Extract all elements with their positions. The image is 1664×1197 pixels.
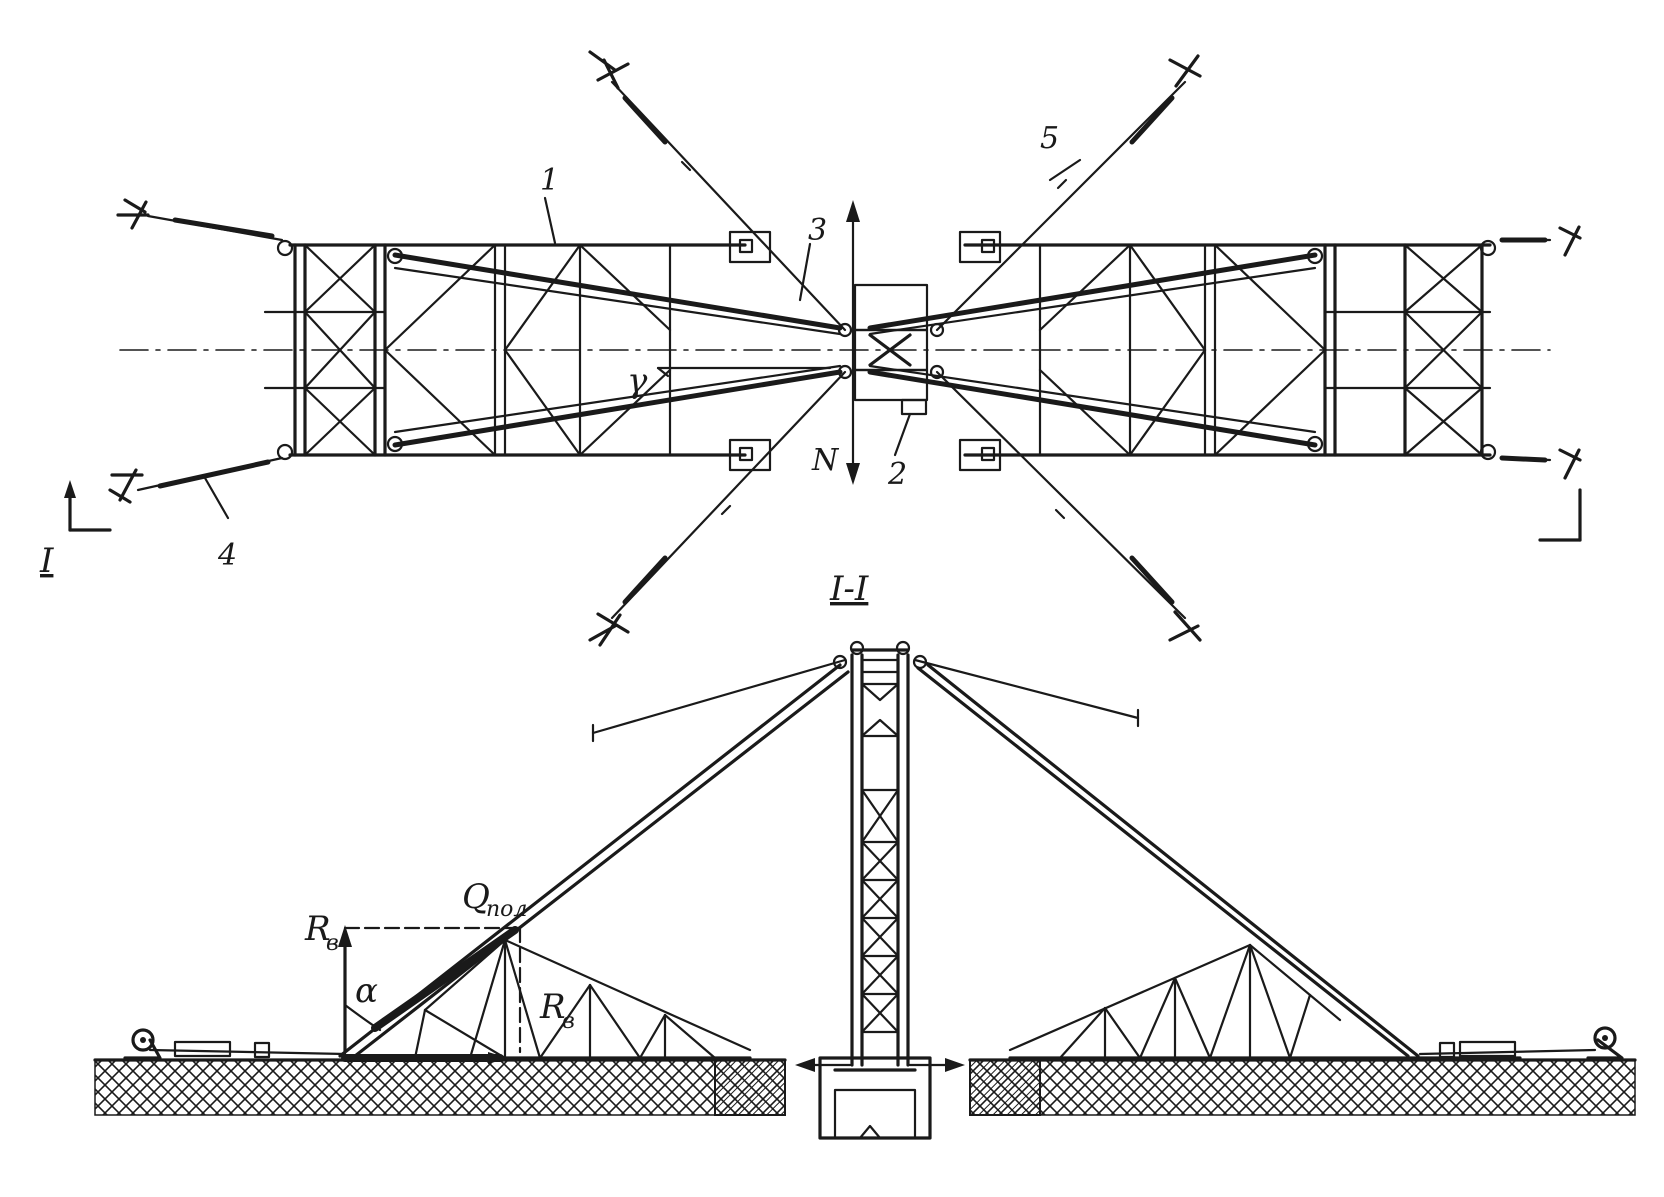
- arrow-up-icon: [64, 480, 76, 498]
- arrow-up-icon: [846, 200, 860, 222]
- strut-heavy-segment: [371, 926, 519, 1032]
- anchor-icon: [108, 198, 1582, 504]
- label-part-3: 3: [808, 213, 827, 248]
- arrow-down-icon: [846, 463, 860, 485]
- label-reaction-bottom: R в: [539, 987, 575, 1034]
- left-truss: [341, 938, 752, 1062]
- label-gamma: γ: [627, 361, 648, 401]
- arrow-right-icon: [488, 1052, 508, 1064]
- turnbuckle-icon: [173, 1040, 232, 1058]
- part-2-block: [900, 398, 928, 416]
- force-diagram: [338, 925, 522, 1064]
- angle-arc: [343, 1003, 382, 1032]
- label-part-4: 4: [217, 538, 237, 573]
- pulley-icon: [1593, 1026, 1617, 1050]
- label-part-5: 5: [1040, 121, 1059, 156]
- plan-view: [64, 50, 1582, 647]
- guy-line-left: [591, 658, 847, 735]
- label-angle-alpha: α: [355, 971, 378, 1011]
- strut-right: [916, 666, 1410, 1058]
- double-arrow-icon: [795, 1058, 965, 1072]
- foundation-left: [714, 1059, 786, 1116]
- turnbuckle-icon: [622, 95, 1175, 605]
- turnbuckle-icon: [1458, 1040, 1517, 1058]
- guy-line-right: [913, 658, 1140, 720]
- svg-text:в: в: [562, 1009, 575, 1034]
- label-section-title: I-I: [829, 569, 869, 609]
- svg-text:в: в: [326, 931, 339, 956]
- section-view: [93, 640, 1637, 1140]
- ground-anchors: [123, 1026, 1624, 1060]
- svg-text:Q: Q: [462, 877, 490, 917]
- svg-text:пол: пол: [486, 897, 527, 922]
- svg-text:R: R: [539, 987, 566, 1027]
- center-mast-plan: [837, 200, 945, 485]
- label-part-1: 1: [540, 163, 559, 198]
- label-reaction-top: R в: [304, 909, 339, 956]
- center-mast-section: [832, 640, 928, 1067]
- right-truss: [1008, 943, 1522, 1060]
- svg-text:R: R: [304, 909, 331, 949]
- side-stays: [108, 198, 1582, 504]
- label-part-2: 2: [887, 457, 907, 492]
- ground-right: [969, 1059, 1636, 1116]
- label-north: N: [811, 443, 840, 478]
- label-section-marker: I: [39, 541, 54, 581]
- foundation-right: [969, 1059, 1041, 1116]
- right-frame: [867, 230, 1497, 472]
- guy-cables: [588, 50, 1202, 647]
- pulley-icon: [131, 1028, 155, 1052]
- left-frame: [263, 230, 843, 472]
- arrow-up-icon: [338, 925, 352, 947]
- label-force-q: Q пол: [462, 877, 527, 922]
- ground-left: [94, 1059, 786, 1116]
- anchor-icon: [588, 50, 1202, 647]
